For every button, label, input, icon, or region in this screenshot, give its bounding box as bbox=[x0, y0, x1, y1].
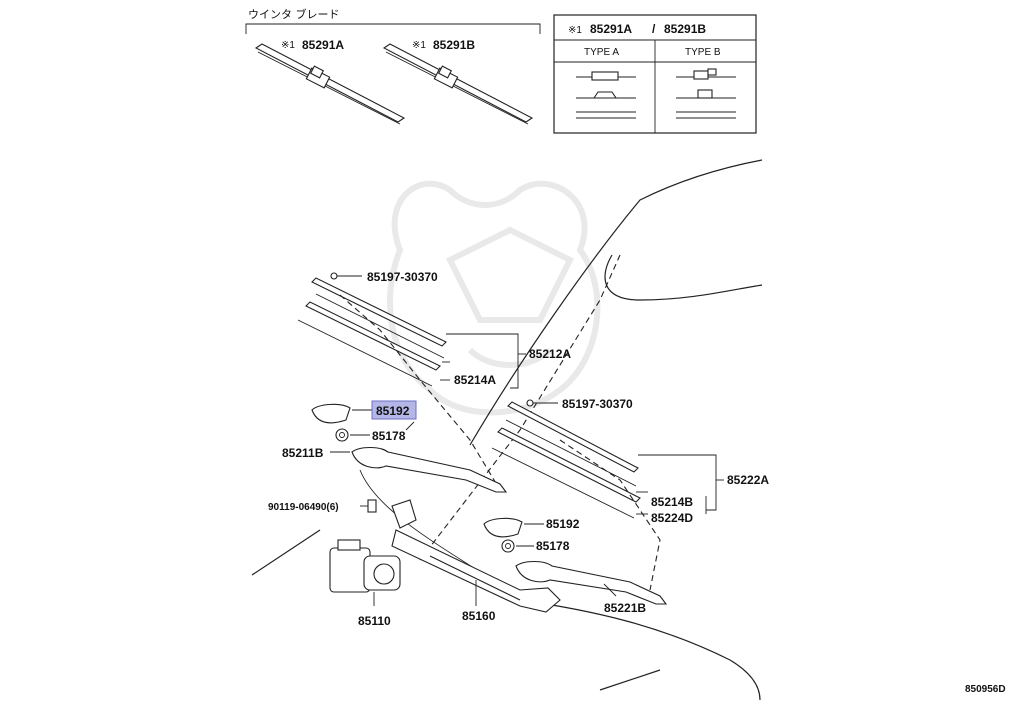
arm-cap-left[interactable] bbox=[311, 403, 372, 424]
label-85222A[interactable]: 85222A bbox=[727, 473, 769, 487]
type-table: ※1 85291A / 85291B TYPE A TYPE B bbox=[553, 14, 757, 134]
label-85197-right[interactable]: 85197-30370 bbox=[562, 397, 633, 411]
windshield-outline bbox=[251, 159, 763, 701]
label-85178-top[interactable]: 85178 bbox=[372, 429, 406, 443]
left-wiper-blade[interactable] bbox=[297, 272, 501, 491]
label-85212A[interactable]: 85212A bbox=[529, 347, 571, 361]
label-85178-mid[interactable]: 85178 bbox=[536, 539, 570, 553]
blade-85291A[interactable]: ※1 85291A bbox=[254, 38, 406, 125]
blade-85291B-label: 85291B bbox=[433, 38, 475, 52]
label-85160[interactable]: 85160 bbox=[462, 609, 496, 623]
label-85110[interactable]: 85110 bbox=[358, 614, 391, 628]
watermark-logo bbox=[387, 180, 601, 416]
wiper-motor-85110[interactable] bbox=[329, 539, 401, 606]
blade-section: ウインタ ブレード ※1 85291A ※1 85291B bbox=[245, 7, 541, 125]
label-85192-mid[interactable]: 85192 bbox=[546, 517, 580, 531]
arm-cap-right[interactable] bbox=[483, 517, 544, 538]
label-90119[interactable]: 90119-06490(6) bbox=[268, 502, 339, 513]
label-85197-top[interactable]: 85197-30370 bbox=[367, 270, 438, 284]
bolt-90119[interactable] bbox=[360, 499, 377, 513]
blade-85291B-mark: ※1 bbox=[412, 40, 426, 51]
type-table-title-sep: / bbox=[652, 22, 656, 36]
label-85214A[interactable]: 85214A bbox=[454, 373, 496, 387]
blade-85291B[interactable]: ※1 85291B bbox=[382, 38, 534, 125]
type-a-illustration bbox=[576, 71, 636, 119]
nut-left[interactable] bbox=[335, 428, 370, 442]
right-wiper-blade[interactable] bbox=[491, 399, 661, 591]
wiper-link-85160[interactable] bbox=[391, 499, 561, 613]
label-85211B[interactable]: 85211B bbox=[282, 446, 324, 460]
type-b-header: TYPE B bbox=[685, 47, 721, 58]
type-table-title-mark: ※1 bbox=[568, 25, 582, 36]
blade-section-title: ウインタ ブレード bbox=[248, 7, 340, 21]
label-85192-top[interactable]: 85192 bbox=[376, 404, 410, 418]
wiper-arm-right[interactable] bbox=[515, 560, 668, 605]
blade-85291A-mark: ※1 bbox=[281, 40, 295, 51]
highlight-85192 bbox=[371, 400, 417, 420]
type-b-illustration bbox=[676, 68, 736, 119]
diagram-code: 850956D bbox=[965, 684, 1006, 695]
nut-right[interactable] bbox=[501, 539, 534, 553]
callout-brackets bbox=[440, 333, 724, 515]
wiper-arm-left[interactable] bbox=[330, 446, 508, 493]
label-85224D[interactable]: 85224D bbox=[651, 511, 693, 525]
type-a-header: TYPE A bbox=[584, 47, 619, 58]
label-85221B[interactable]: 85221B bbox=[604, 601, 646, 615]
label-85214B[interactable]: 85214B bbox=[651, 495, 693, 509]
type-table-title-code-a: 85291A bbox=[590, 22, 632, 36]
blade-85291A-label: 85291A bbox=[302, 38, 344, 52]
type-table-title-code-b: 85291B bbox=[664, 22, 706, 36]
